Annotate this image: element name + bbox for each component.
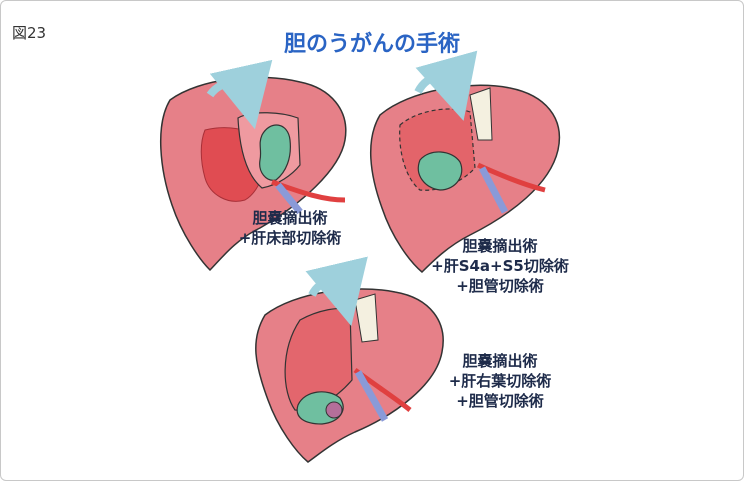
rotation-arrow-3 <box>305 256 368 327</box>
caption-line: +胆管切除術 <box>456 277 544 295</box>
caption-line: 胆嚢摘出術 <box>462 237 538 255</box>
rotation-arrow-2 <box>414 50 478 121</box>
caption-line: +肝右葉切除術 <box>448 372 552 390</box>
liver-panel-2 <box>370 50 561 274</box>
caption-line: 胆嚢摘出術 <box>252 209 328 227</box>
bile-duct-2 <box>478 166 509 214</box>
gallbladder-2 <box>417 151 463 191</box>
bile-duct-1 <box>275 182 303 215</box>
gallbladder-1 <box>259 124 291 181</box>
tumor-3 <box>325 401 343 419</box>
liver-panel-3 <box>255 256 444 463</box>
caption-panel-3: 胆嚢摘出術 +肝右葉切除術 +胆管切除術 <box>420 351 580 411</box>
bile-duct-3 <box>354 370 389 422</box>
caption-panel-1: 胆嚢摘出術 +肝床部切除術 <box>210 208 370 248</box>
caption-line: 胆嚢摘出術 <box>462 352 538 370</box>
rotation-arrow-1 <box>206 59 273 130</box>
caption-panel-2: 胆嚢摘出術 +肝S4a+S5切除術 +胆管切除術 <box>420 236 580 296</box>
caption-line: +胆管切除術 <box>456 392 544 410</box>
figure-number: 図23 <box>12 24 47 42</box>
liver-panel-1 <box>159 59 347 272</box>
blood-vessel-1 <box>271 179 346 203</box>
caption-line: +肝床部切除術 <box>238 229 342 247</box>
caption-line: +肝S4a+S5切除術 <box>431 257 569 275</box>
